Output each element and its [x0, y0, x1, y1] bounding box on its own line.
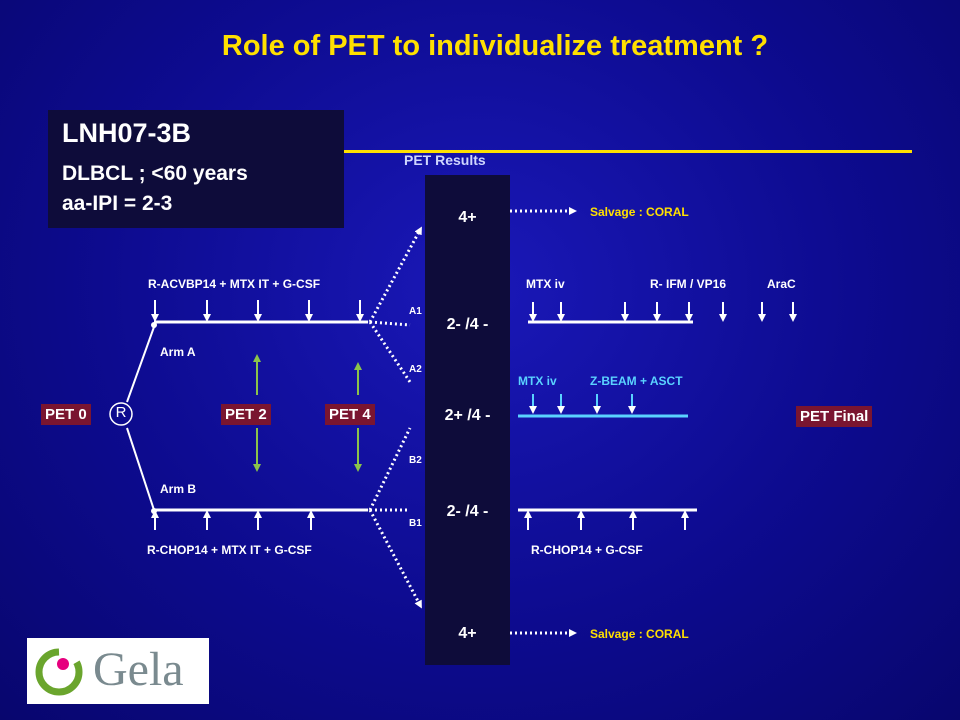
arm-b-label: Arm B — [160, 482, 197, 496]
arm-b-branch — [126, 427, 155, 511]
study-ipi: aa-IPI = 2-3 — [62, 192, 173, 215]
study-population: DLBCL ; <60 years — [62, 162, 248, 185]
arm-a-fan — [368, 226, 422, 383]
b1-arrows — [524, 510, 689, 530]
randomization-label: R — [115, 404, 127, 421]
pet-final-tag: PET Final — [796, 406, 873, 427]
gela-logo-text: Gela — [93, 643, 184, 696]
a2-arrows — [529, 394, 636, 414]
pet2-tag: PET 2 — [221, 404, 271, 425]
a2-beam-label: Z-BEAM + ASCT — [590, 374, 683, 388]
arm-a-branch — [126, 326, 155, 403]
a1-mtx-label: MTX iv — [526, 277, 565, 291]
pet-result-a2: 2+ /4 - — [444, 407, 491, 424]
pet0-tag: PET 0 — [41, 404, 91, 425]
gela-logo: Gela — [27, 638, 209, 704]
arm-b-arrows — [151, 510, 315, 530]
study-info-box: LNH07-3B DLBCL ; <60 years aa-IPI = 2-3 — [48, 110, 344, 228]
arm-b-regimen: R-CHOP14 + MTX IT + G-CSF — [147, 543, 312, 557]
a1-arrows — [529, 302, 797, 322]
salvage-top-label: Salvage : CORAL — [590, 205, 689, 219]
branch-b1: B1 — [409, 518, 422, 529]
pet-results-header: PET Results — [404, 152, 486, 168]
pet-result-bottom: 4+ — [458, 625, 477, 642]
branch-b2: B2 — [409, 455, 422, 466]
pet-result-top: 4+ — [458, 209, 477, 226]
slide-title: Role of PET to individualize treatment ? — [221, 30, 769, 62]
pet4-tag: PET 4 — [325, 404, 375, 425]
branch-a2: A2 — [409, 364, 422, 375]
gela-logo-mark — [35, 647, 83, 696]
pet-result-a1: 2- /4 - — [446, 316, 489, 333]
arm-a-arrows — [151, 300, 364, 322]
a1-arac-label: AraC — [767, 277, 796, 291]
pet-interval-markers — [253, 354, 362, 472]
a2-mtx-label: MTX iv — [518, 374, 557, 388]
arm-b-fan — [368, 427, 422, 609]
branch-a1: A1 — [409, 306, 422, 317]
arm-a-label: Arm A — [160, 345, 196, 359]
pet-results-column — [425, 175, 510, 665]
a1-ifm-label: R- IFM / VP16 — [650, 277, 727, 291]
study-name: LNH07-3B — [62, 118, 192, 148]
pet-result-b1: 2- /4 - — [446, 503, 489, 520]
salvage-bottom-label: Salvage : CORAL — [590, 627, 689, 641]
title-rule — [48, 150, 912, 153]
arm-a-regimen: R-ACVBP14 + MTX IT + G-CSF — [148, 277, 321, 291]
b1-regimen-label: R-CHOP14 + G-CSF — [531, 543, 643, 557]
randomization-circle — [109, 402, 133, 426]
